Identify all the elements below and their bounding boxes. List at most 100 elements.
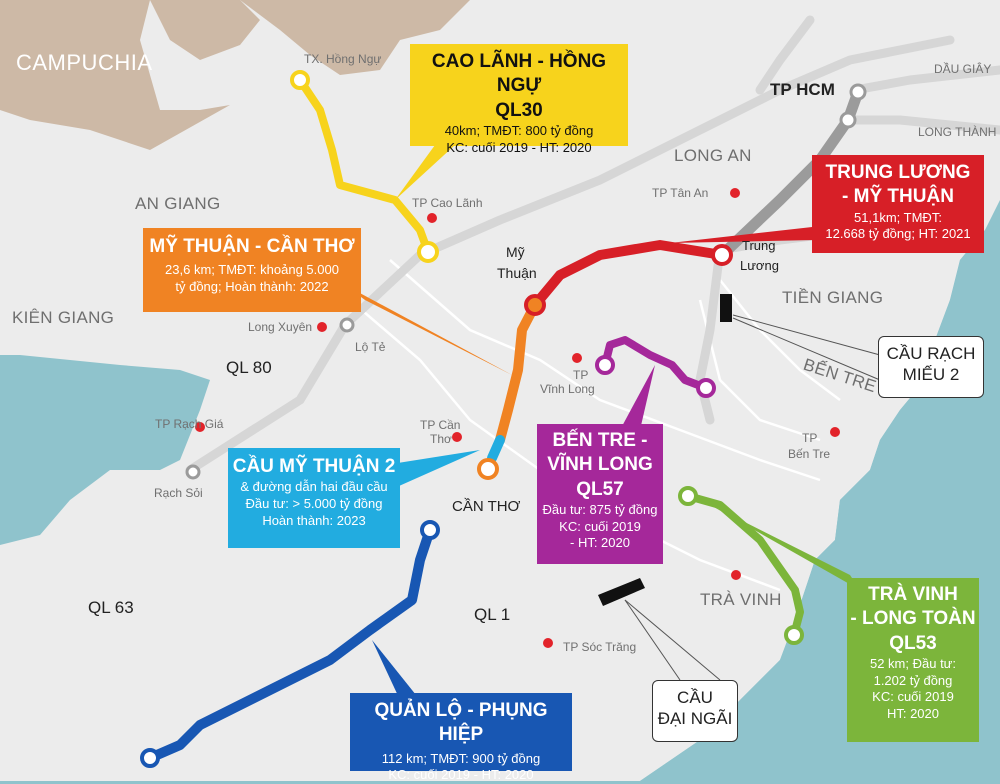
- project-title: MỸ THUẬN - CẦN THƠ: [149, 236, 355, 257]
- node-long-toan: [784, 625, 804, 645]
- node-hong-ngu: [290, 70, 310, 90]
- highway-ql80: QL 80: [226, 358, 272, 377]
- tail-ben-tre: [620, 365, 655, 430]
- callout-cau-rach-mieu-2: CẦU RẠCH MIẾU 2: [878, 336, 984, 398]
- tail-cau-my-thuan-2: [385, 450, 480, 490]
- bridge-callout-lines: [624, 314, 881, 681]
- place-tx-hong-ngu: TX. Hồng Ngự: [304, 52, 382, 66]
- place-tp-can-tho-2: Thơ: [430, 432, 452, 446]
- project-detail: KC: cuối 2019 - HT: 2020: [446, 139, 592, 155]
- highway-ql1: QL 1: [474, 605, 511, 624]
- place-tp-ben-tre-1: TP: [802, 431, 818, 445]
- project-detail: tỷ đồng; Hoàn thành: 2022: [175, 278, 329, 294]
- tail-trung-luong: [670, 225, 830, 243]
- project-detail: Hoàn thành: 2023: [262, 512, 366, 528]
- place-can-tho: CẦN THƠ: [452, 498, 521, 515]
- highway-ql63: QL 63: [88, 598, 134, 617]
- project-box-cao-lanh-hong-ngu: CAO LÃNH - HỒNG NGỰ QL30 40km; TMĐT: 800…: [410, 44, 628, 155]
- route-cau-my-thuan-2: [487, 435, 505, 463]
- place-trung-luong-2: Lương: [740, 258, 779, 273]
- place-long-thanh: LONG THÀNH: [918, 125, 997, 139]
- project-detail: 112 km; TMĐT: 900 tỷ đồng: [381, 750, 541, 766]
- node-tra-vinh: [678, 486, 698, 506]
- city-dots: [195, 188, 840, 648]
- route-my-thuan-can-tho: [495, 300, 540, 445]
- project-detail: HT: 2020: [886, 705, 940, 721]
- project-detail: Đầu tư: 875 tỷ đồng: [542, 501, 658, 517]
- place-tp-can-tho-1: TP Cần: [420, 418, 461, 432]
- place-tp-ben-tre-2: Bến Tre: [788, 447, 831, 461]
- route-trung-luong-my-thuan: [530, 240, 727, 310]
- project-box-trung-luong-my-thuan: TRUNG LƯƠNG - MỸ THUẬN 51,1km; TMĐT: 12.…: [812, 155, 984, 253]
- bridge-rach-mieu-icon: [720, 294, 732, 322]
- project-detail: 51,1km; TMĐT:: [854, 209, 942, 225]
- project-code: QL53: [889, 632, 937, 654]
- region-campuchia: CAMPUCHIA: [16, 50, 153, 75]
- project-detail: 52 km; Đầu tư:: [869, 655, 956, 671]
- callout-line: CẦU RẠCH: [886, 344, 976, 363]
- project-detail: Đầu tư: > 5.000 tỷ đồng: [245, 495, 383, 511]
- project-detail: 23,6 km; TMĐT: khoảng 5.000: [165, 262, 339, 278]
- node-vinh-long: [595, 355, 615, 375]
- place-lo-te: Lộ Tẻ: [355, 340, 386, 354]
- project-detail: & đường dẫn hai đầu cầu: [240, 479, 388, 495]
- region-long-an: LONG AN: [674, 146, 752, 165]
- place-tp-hcm: TP HCM: [770, 80, 835, 99]
- project-title: QUẢN LỘ - PHỤNG HIỆP: [374, 700, 548, 746]
- node-rach-soi: [185, 464, 201, 480]
- land-cambodia-north: [150, 0, 260, 60]
- project-detail: 12.668 tỷ đồng; HT: 2021: [825, 226, 971, 242]
- node-hcm: [849, 83, 867, 101]
- callout-line: MIẾU 2: [902, 365, 960, 385]
- project-detail: 1.202 tỷ đồng: [873, 672, 953, 688]
- route-cao-lanh-hong-ngu: [296, 76, 432, 256]
- project-box-cau-my-thuan-2: CẦU MỸ THUẬN 2 & đường dẫn hai đầu cầu Đ…: [228, 448, 400, 548]
- node-cao-lanh: [417, 241, 439, 263]
- tail-cao-lanh: [395, 145, 455, 200]
- project-code: QL57: [576, 478, 624, 500]
- project-box-tra-vinh-long-toan: TRÀ VINH - LONG TOÀN QL53 52 km; Đầu tư:…: [847, 578, 979, 742]
- land-cambodia: [0, 0, 230, 150]
- node-ben-tre: [696, 378, 716, 398]
- route-tra-vinh-long-toan: [684, 492, 804, 639]
- region-kien-giang: KIÊN GIANG: [12, 308, 115, 327]
- land-cambodia-east: [240, 0, 470, 75]
- region-an-giang: AN GIANG: [135, 194, 221, 213]
- place-tp-cao-lanh: TP Cao Lãnh: [412, 196, 483, 210]
- project-subtitle: - MỸ THUẬN: [842, 186, 954, 208]
- place-long-xuyen: Long Xuyên: [248, 320, 313, 334]
- callout-line: CẦU: [677, 688, 713, 707]
- node-quan-lo: [420, 520, 440, 540]
- existing-road: [185, 15, 1000, 475]
- callout-cau-dai-ngai: CẦU ĐẠI NGÃI: [652, 680, 738, 742]
- callout-line: ĐẠI NGÃI: [657, 709, 733, 729]
- node-phung-hiep: [140, 748, 160, 768]
- place-tp-vinh-long-2: Vĩnh Long: [540, 382, 595, 396]
- place-rach-soi: Rạch Sỏi: [154, 486, 203, 500]
- bridge-dai-ngai-icon: [598, 578, 645, 606]
- route-ben-tre-vinh-long: [601, 336, 710, 392]
- project-title: TRUNG LƯƠNG: [825, 162, 971, 183]
- region-tra-vinh: TRÀ VINH: [700, 590, 782, 609]
- project-box-ben-tre-vinh-long: BẾN TRE - VĨNH LONG QL57 Đầu tư: 875 tỷ …: [537, 424, 663, 564]
- project-subtitle: VĨNH LONG: [547, 454, 653, 476]
- project-title: CAO LÃNH - HỒNG NGỰ: [431, 51, 607, 97]
- project-title: BẾN TRE -: [552, 430, 648, 451]
- place-tp-rach-gia: TP Rạch Giá: [155, 417, 224, 431]
- project-detail: KC: cuối 2019: [559, 518, 641, 534]
- place-my-thuan-1: Mỹ: [506, 244, 525, 260]
- project-box-quan-lo-phung-hiep: QUẢN LỘ - PHỤNG HIỆP 112 km; TMĐT: 900 t…: [350, 693, 572, 782]
- node-lo-te: [339, 317, 355, 333]
- project-subtitle: QL30: [495, 99, 543, 121]
- tail-my-thuan-can-tho: [345, 285, 512, 375]
- place-trung-luong-1: Trung: [742, 238, 776, 253]
- project-detail: KC: cuối 2019: [872, 689, 954, 705]
- place-tp-tan-an: TP Tân An: [652, 186, 709, 200]
- region-tien-giang: TIỀN GIANG: [782, 288, 884, 307]
- place-dau-giay: DẦU GIÂY: [934, 62, 992, 76]
- node-hcm-2: [839, 111, 857, 129]
- project-subtitle: - LONG TOÀN: [850, 608, 976, 630]
- node-trung-luong: [711, 244, 733, 266]
- place-my-thuan-2: Thuận: [497, 265, 537, 281]
